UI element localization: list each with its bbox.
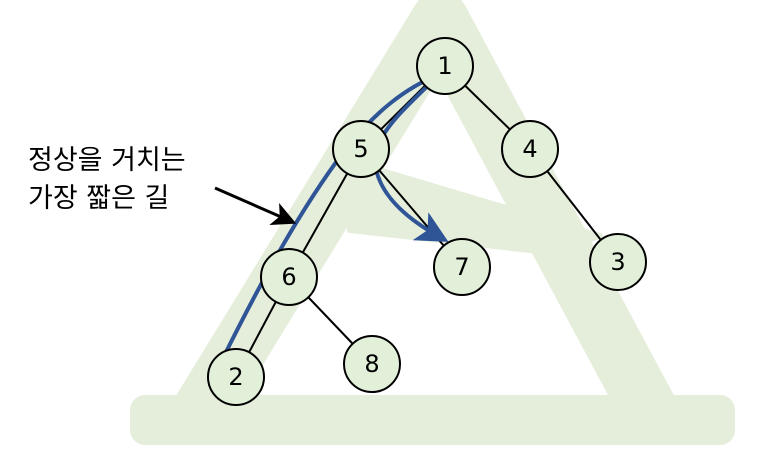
node-3-circle	[589, 233, 647, 291]
node-1-circle	[416, 37, 474, 95]
background-a-shape	[130, 0, 735, 445]
node-2-circle	[207, 348, 265, 406]
caption-line-1: 정상을 거치는	[28, 145, 186, 176]
node-8: 8	[343, 335, 401, 393]
node-6-label: 6	[281, 263, 296, 291]
node-3: 3	[589, 233, 647, 291]
node-7: 7	[433, 238, 491, 296]
node-2: 2	[207, 348, 265, 406]
tree-nodes: 1 5 4 6 7 3 2 8	[207, 37, 647, 406]
node-1-label: 1	[437, 52, 452, 80]
node-8-circle	[343, 335, 401, 393]
node-7-circle	[433, 238, 491, 296]
node-4-label: 4	[522, 135, 537, 163]
node-8-label: 8	[364, 350, 379, 378]
caption-text: 정상을 거치는 가장 짧은 길	[28, 142, 186, 218]
caption-line-2: 가장 짧은 길	[28, 183, 170, 214]
node-4-circle	[501, 120, 559, 178]
node-2-label: 2	[228, 363, 243, 391]
node-4: 4	[501, 120, 559, 178]
node-6-circle	[260, 248, 318, 306]
node-7-label: 7	[454, 253, 469, 281]
node-5-circle	[332, 120, 390, 178]
node-6: 6	[260, 248, 318, 306]
node-3-label: 3	[610, 248, 625, 276]
node-1: 1	[416, 37, 474, 95]
node-5-label: 5	[353, 135, 368, 163]
node-5: 5	[332, 120, 390, 178]
caption-pointer-arrow	[214, 186, 297, 225]
